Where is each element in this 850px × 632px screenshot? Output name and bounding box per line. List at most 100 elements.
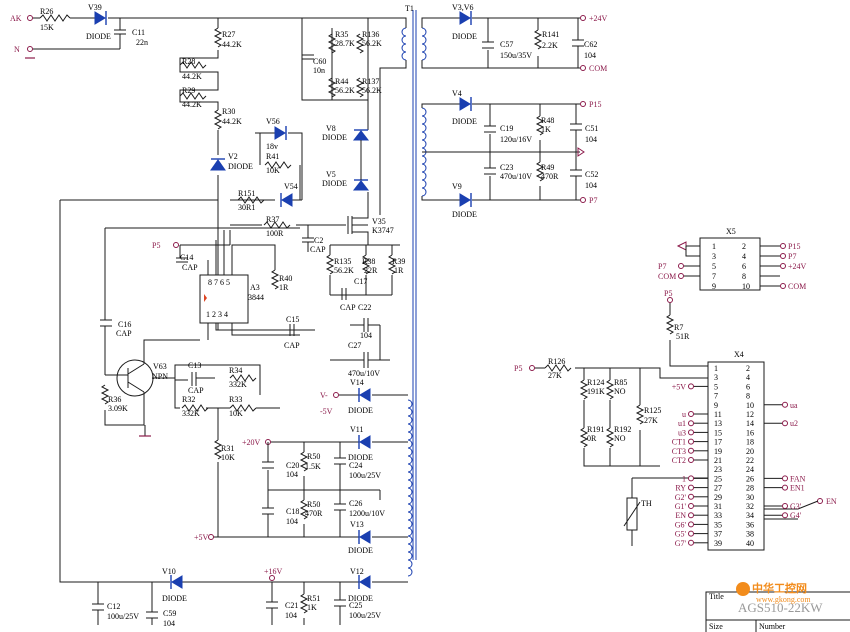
number-label: Number [759, 622, 786, 631]
x4-pin-left: 7 [714, 392, 718, 401]
r40-value: 1R [394, 266, 404, 275]
r27-value: 44.2K [222, 40, 242, 49]
r26-resistor [39, 14, 71, 22]
x4-pin-left: 29 [714, 493, 722, 502]
x4-pin-left: 23 [714, 465, 722, 474]
r85-value: NO [614, 387, 626, 396]
x5-pin: 9 [712, 282, 716, 291]
r38-value: 56.2K [334, 266, 354, 275]
title-value: AGS510-22KW [738, 600, 823, 615]
r37-value: 100R [266, 229, 284, 238]
x5-net-right: P7 [788, 252, 796, 261]
c15-value: CAP [284, 341, 300, 350]
v8-ref: V8 [326, 124, 336, 133]
c13-ref: C13 [188, 361, 201, 370]
c25-value: 100u/25V [349, 611, 381, 620]
x4-pin-left: 37 [714, 530, 722, 539]
x4-pin-left: 15 [714, 428, 722, 437]
v14-ref: V14 [350, 378, 364, 387]
v63-value: NPN [152, 372, 168, 381]
x5-net-right: P15 [788, 242, 800, 251]
r137-ref: R44 [335, 77, 348, 86]
v13-diode [359, 530, 371, 544]
x4-pin-left: 1 [714, 364, 718, 373]
r34-value: 332K [229, 380, 247, 389]
r49-ref: R49 [541, 163, 554, 172]
r191-ref: R191 [587, 425, 604, 434]
c24-ref: C24 [349, 461, 362, 470]
minus5v-output: V- -5V V14 DIODE [320, 378, 408, 416]
c25-ref: C25 [349, 601, 362, 610]
c21-ref: C21 [285, 601, 298, 610]
c15-ref: C15 [286, 315, 299, 324]
c11-value: 22n [136, 38, 148, 47]
c23-ref: C23 [500, 163, 513, 172]
v9-diode [459, 193, 471, 207]
v4-ref: V4 [452, 89, 462, 98]
v5-value: DIODE [322, 179, 347, 188]
c22-ref: C22 [358, 303, 371, 312]
v8-value: DIODE [322, 133, 347, 142]
c16-ref: C16 [118, 320, 131, 329]
r35-ref: R40 [279, 274, 292, 283]
r50b-value: 470R [305, 509, 323, 518]
r39-ref: R38 [362, 257, 375, 266]
p5-label-r126: P5 [514, 364, 522, 373]
r26-value: 15K [40, 23, 54, 32]
x4-pin-right: 8 [746, 392, 750, 401]
c16-value: CAP [116, 329, 132, 338]
x4-pin-right: 6 [746, 382, 750, 391]
x4-net-left: CT1 [672, 438, 686, 447]
controller-ic: 8 7 6 5 1 2 3 4 A3 3844 P5 C14 CAP R40 1… [100, 227, 315, 375]
x4-net-right: ua [790, 401, 798, 410]
x5-net-right: COM [788, 282, 806, 291]
x4-pin-right: 24 [746, 465, 754, 474]
x4-net-left: EN [675, 511, 686, 520]
r39-value: 22R [364, 266, 378, 275]
r48-ref: R48 [541, 116, 554, 125]
x4-net-left: u3 [678, 428, 686, 437]
c26-ref: C26 [349, 499, 362, 508]
secondary-outputs: V3,V6 DIODE C57 150u/35V R141 2.2K C62 1… [421, 3, 608, 219]
v13-ref: V13 [350, 520, 364, 529]
x4-net-left: CT2 [672, 456, 686, 465]
x4-net-left: G6' [675, 520, 687, 529]
c23-value: 470u/10V [500, 172, 532, 181]
v2-value: DIODE [228, 162, 253, 171]
watermark-url: www.gkong.com [756, 595, 811, 604]
c62-value: 104 [584, 51, 596, 60]
c59-value: 104 [163, 619, 175, 628]
x4-pin-right: 14 [746, 419, 754, 428]
c51-value: 104 [585, 135, 597, 144]
v9-ref: V9 [452, 182, 462, 191]
v39-value: DIODE [86, 32, 111, 41]
r7-ref: R7 [674, 323, 683, 332]
v8-diode [352, 130, 370, 141]
bottom-outputs: V10 DIODE C12 100u/25V C59 104 +16V C21 … [59, 199, 408, 628]
p5-label-ic: P5 [152, 241, 160, 250]
x4-pin-right: 18 [746, 438, 754, 447]
v2-ref: V2 [228, 152, 238, 161]
ic-pins-bottom: 1 2 3 4 [206, 310, 228, 319]
r32-value: 332K [182, 409, 200, 418]
x4-pin-left: 35 [714, 520, 722, 529]
v54-ref: V54 [284, 182, 298, 191]
v13-value: DIODE [348, 546, 373, 555]
r26-ref: R26 [40, 7, 53, 16]
p7-label: P7 [589, 196, 597, 205]
r136-value: 28.7K [335, 39, 355, 48]
r31-value: 10K [221, 453, 235, 462]
x4-pin-right: 2 [746, 364, 750, 373]
r191-value: 0R [587, 434, 597, 443]
r137-value: 56.2K [335, 86, 355, 95]
r40-ref: R39 [392, 257, 405, 266]
x4-net-left: 1 [682, 474, 686, 483]
x4-body [707, 361, 765, 551]
v2-diode [210, 159, 226, 171]
x5-pin: 5 [712, 262, 716, 271]
c18-value: 104 [286, 517, 298, 526]
c2-value: CAP [310, 245, 326, 254]
input-section: AK N R26 15K V39 DIODE C11 22n [10, 3, 400, 59]
x4-net-left: RY [675, 484, 686, 493]
